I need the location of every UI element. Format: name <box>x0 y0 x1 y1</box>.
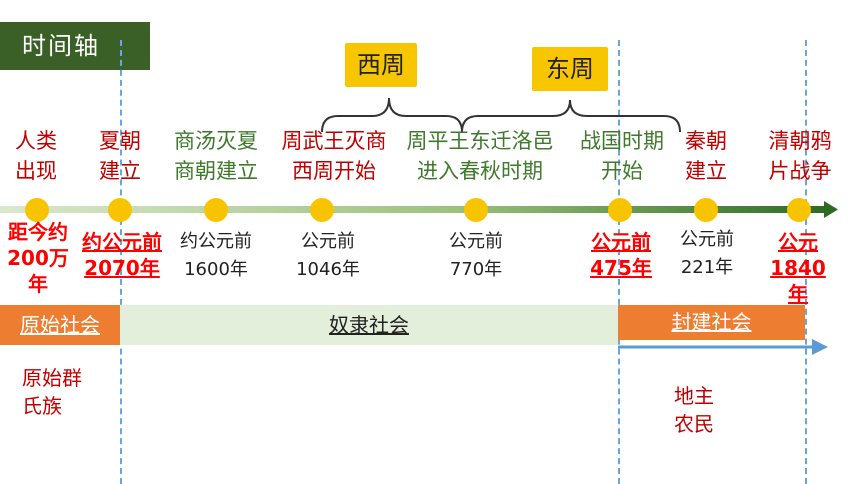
event-xia-founded: 夏朝建立 <box>99 129 141 183</box>
feudal-continuation-arrow <box>618 339 828 355</box>
society-slave: 奴隶社会 <box>120 305 618 345</box>
event-warring-states-begins: 战国时期开始 <box>580 129 664 183</box>
timeline-dot <box>787 198 811 222</box>
note-primitive-society: 原始群氏族 <box>22 366 82 418</box>
divider-opium-war <box>805 40 807 484</box>
timeline-dot <box>464 198 488 222</box>
period-west-zhou: 西周 <box>345 43 417 87</box>
west-zhou-brace <box>321 97 463 133</box>
east-zhou-brace <box>461 99 681 133</box>
timeline-dot <box>25 198 49 222</box>
society-primitive: 原始社会 <box>0 305 120 345</box>
society-feudal: 封建社会 <box>618 305 805 340</box>
event-qin-founded: 秦朝建立 <box>685 129 727 183</box>
event-human-origin: 人类出现 <box>15 129 57 183</box>
timeline-dot <box>310 198 334 222</box>
event-shang-founded: 商汤灭夏商朝建立 <box>174 129 258 183</box>
timeline-dot <box>608 198 632 222</box>
event-spring-autumn-begins: 周平王东迁洛邑进入春秋时期 <box>406 129 554 183</box>
timeline-arrowhead <box>824 201 838 218</box>
timeline-dot <box>694 198 718 222</box>
divider-warring-states <box>618 40 620 484</box>
period-east-zhou: 东周 <box>532 47 608 91</box>
event-opium-war: 清朝鸦片战争 <box>768 129 832 183</box>
timeline-dot <box>108 198 132 222</box>
event-west-zhou-begins: 周武王灭商西周开始 <box>281 129 387 183</box>
timeline-title: 时间轴 <box>0 22 150 70</box>
note-feudal-society: 地主农民 <box>674 384 714 436</box>
divider-xia <box>120 40 122 484</box>
timeline-axis <box>0 201 838 218</box>
timeline-dot <box>204 198 228 222</box>
